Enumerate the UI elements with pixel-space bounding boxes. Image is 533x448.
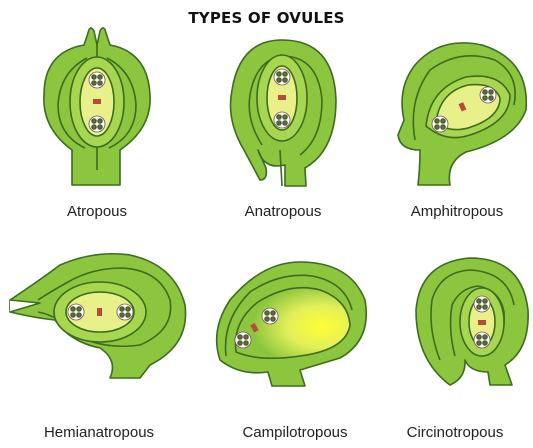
hemianatropous-ovule: [10, 254, 186, 378]
campilotropous-ovule: [217, 262, 367, 386]
label-amphitropous: Amphitropous: [382, 203, 532, 220]
label-circinotropous: Circinotropous: [380, 424, 530, 441]
anatropous-ovule: [231, 40, 337, 186]
label-anatropous: Anatropous: [208, 203, 358, 220]
label-atropous: Atropous: [22, 203, 172, 220]
amphitropous-ovule: [398, 43, 526, 185]
label-campilotropous: Campilotropous: [220, 424, 370, 441]
label-hemianatropous: Hemianatropous: [24, 424, 174, 441]
circinotropous-ovule: [416, 258, 528, 385]
atropous-ovule: [44, 28, 150, 185]
